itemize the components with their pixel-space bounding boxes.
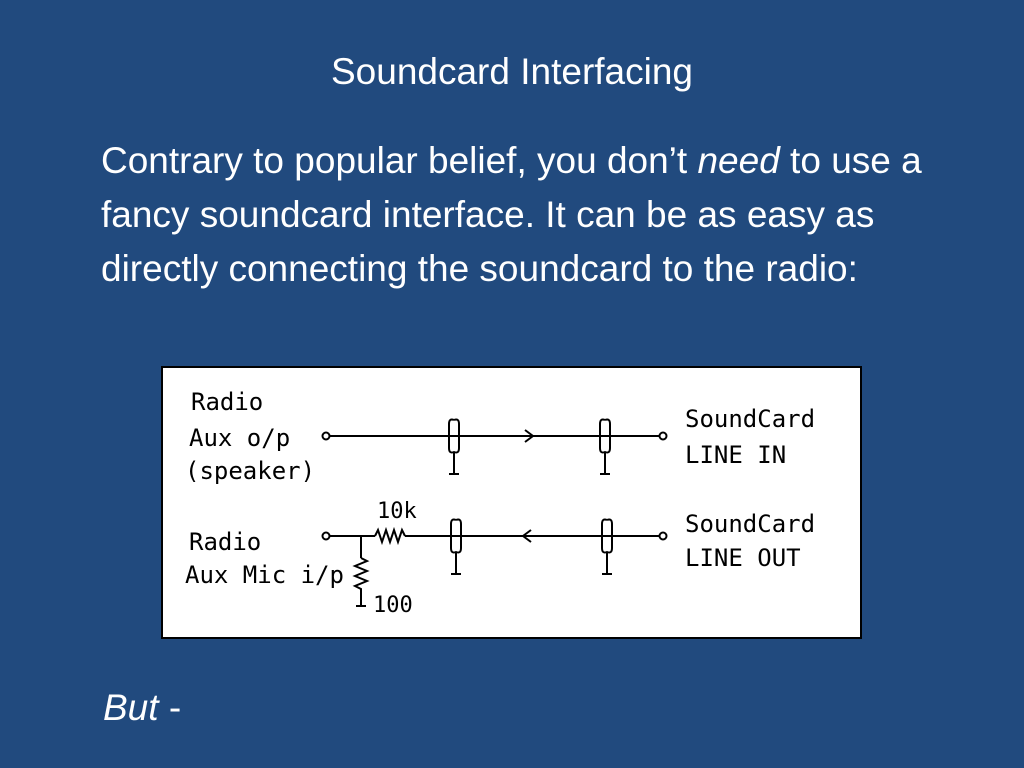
- arrow-left-icon: [521, 529, 532, 543]
- terminal-radio-aux-out: [321, 431, 331, 441]
- footer-rest: -: [158, 687, 182, 728]
- plug-icon: [601, 518, 613, 575]
- label-resistor-100: 100: [373, 593, 413, 618]
- body-text-start: Contrary to popular belief, you don’t: [101, 140, 698, 181]
- plug-icon: [450, 518, 462, 575]
- label-radio-bottom: Radio: [189, 528, 261, 556]
- footer-emphasis: But: [103, 687, 159, 728]
- label-soundcard-bottom: SoundCard: [685, 510, 815, 538]
- connection-diagram: Radio Aux o/p (speaker) SoundCard LINE I…: [161, 366, 862, 639]
- label-aux-mic: Aux Mic i/p: [185, 561, 344, 589]
- body-text-end: to use a fancy soundcard interface. It c…: [101, 140, 922, 289]
- slide-body: Contrary to popular belief, you don’t ne…: [101, 134, 981, 296]
- label-line-in: LINE IN: [685, 441, 786, 469]
- circuit-schematic: Radio Aux o/p (speaker) SoundCard LINE I…: [185, 388, 815, 618]
- label-speaker: (speaker): [185, 457, 315, 485]
- label-resistor-10k: 10k: [377, 499, 417, 524]
- arrow-right-icon: [524, 429, 535, 443]
- label-soundcard-top: SoundCard: [685, 405, 815, 433]
- label-line-out: LINE OUT: [685, 544, 801, 572]
- terminal-radio-mic-in: [321, 531, 331, 541]
- resistor-100-icon: [352, 557, 370, 598]
- label-aux-op: Aux o/p: [189, 424, 290, 452]
- terminal-line-out: [658, 531, 668, 541]
- label-radio-top: Radio: [191, 388, 263, 416]
- slide-title: Soundcard Interfacing: [330, 51, 693, 92]
- plug-icon: [599, 418, 611, 475]
- resistor-10k-icon: [374, 526, 406, 546]
- body-emphasis: need: [697, 140, 780, 181]
- terminal-line-in: [658, 431, 668, 441]
- plug-icon: [448, 418, 460, 475]
- slide-footer: But -: [103, 686, 181, 730]
